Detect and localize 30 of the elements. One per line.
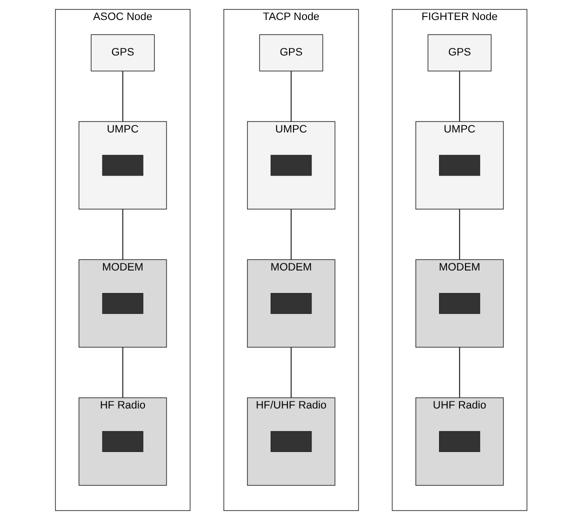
node-bar xyxy=(439,293,480,314)
node-bar xyxy=(270,431,312,452)
connector xyxy=(291,209,292,260)
cluster: HF Radio xyxy=(78,397,168,486)
connector xyxy=(459,209,460,260)
node-bar xyxy=(270,293,312,314)
node-box: GPS xyxy=(91,34,156,72)
cluster: HF/UHF Radio xyxy=(247,397,336,486)
connector xyxy=(459,347,460,398)
connector xyxy=(122,347,124,398)
connector xyxy=(459,71,460,122)
connector xyxy=(122,209,124,260)
cluster: MODEM xyxy=(247,259,336,348)
cluster: UHF Radio xyxy=(416,397,504,486)
cluster: UMPC xyxy=(78,121,168,210)
node-bar xyxy=(102,431,144,452)
cluster: UMPC xyxy=(247,121,336,210)
node-bar xyxy=(439,431,480,452)
node-bar xyxy=(102,293,144,314)
connector xyxy=(122,71,124,122)
node-box: GPS xyxy=(428,34,492,72)
node-bar xyxy=(102,154,144,176)
node-box: GPS xyxy=(260,34,324,72)
cluster: MODEM xyxy=(416,259,504,348)
connector xyxy=(291,347,292,398)
connector xyxy=(291,71,292,122)
node-bar xyxy=(270,154,312,176)
node-bar xyxy=(439,154,480,176)
cluster: MODEM xyxy=(78,259,168,348)
cluster: UMPC xyxy=(416,121,504,210)
